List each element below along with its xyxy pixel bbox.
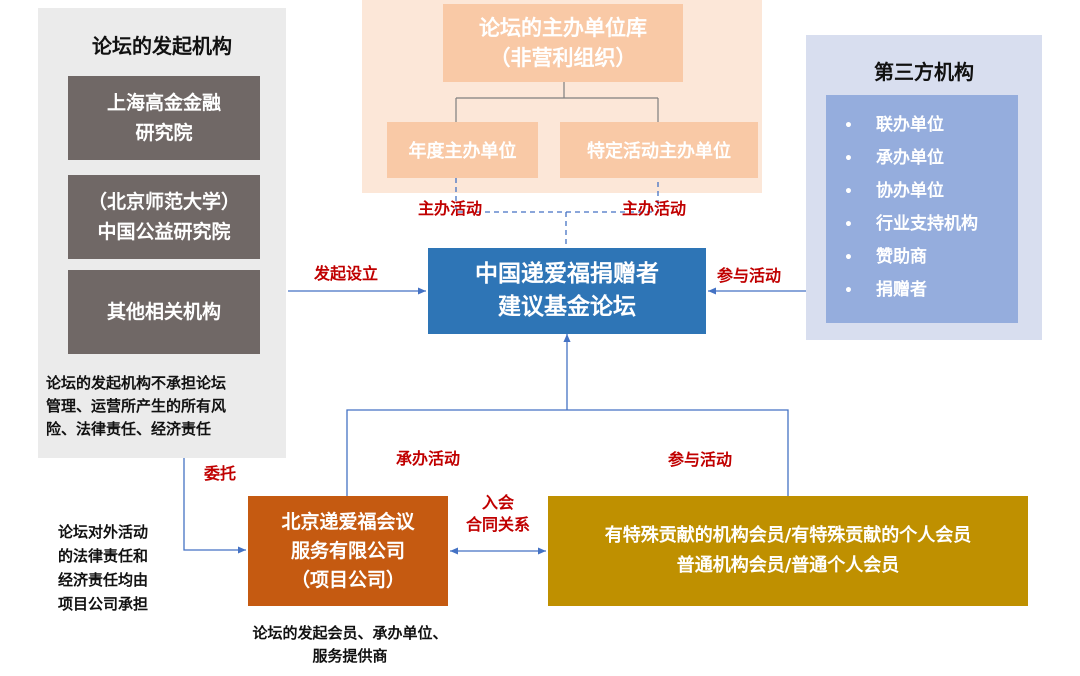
third-party-item-label: 行业支持机构: [876, 214, 978, 234]
third-party-list: • 联办单位 • 承办单位 • 协办单位 • 行业支持机构 • 赞助商 • 捐赠者: [826, 95, 1018, 323]
founder-box-bnu: （北京师范大学） 中国公益研究院: [68, 175, 260, 259]
company-line: （项目公司）: [290, 568, 405, 591]
entrust-arrow: [183, 458, 246, 554]
host-library-line: （非营利组织）: [489, 46, 637, 70]
top-tree-connector: [455, 82, 659, 122]
third-party-title: 第三方机构: [874, 60, 974, 84]
founder-box-line: 上海高金金融: [106, 92, 221, 114]
third-party-item: • 行业支持机构: [844, 208, 1018, 241]
bullet-icon: •: [844, 184, 853, 200]
project-company-box: 北京递爱福会议 服务有限公司 （项目公司）: [248, 496, 448, 606]
label-participate-right: 参与活动: [717, 266, 782, 285]
third-party-item: • 捐赠者: [844, 274, 1018, 307]
label-join-contract: 入会 合同关系: [450, 492, 546, 536]
members-line: 有特殊贡献的机构会员/有特殊贡献的个人会员: [604, 525, 972, 546]
third-party-item-label: 捐赠者: [876, 280, 927, 300]
company-line: 服务有限公司: [290, 539, 405, 562]
forum-name-line: 中国递爱福捐赠者: [475, 261, 659, 287]
disclaimer-line: 管理、运营所产生的所有风: [46, 397, 227, 415]
annual-host-box: 年度主办单位: [387, 122, 538, 178]
third-party-item-label: 承办单位: [876, 148, 944, 168]
third-party-item-label: 协办单位: [876, 181, 944, 201]
bullet-icon: •: [844, 217, 853, 233]
founder-disclaimer: 论坛的发起机构不承担论坛 管理、运营所产生的所有风 险、法律责任、经济责任: [46, 372, 284, 441]
label-participate-bottom: 参与活动: [668, 450, 733, 469]
bullet-icon: •: [844, 118, 853, 134]
label-undertake: 承办活动: [396, 449, 461, 468]
founder-box-line: 中国公益研究院: [97, 221, 231, 243]
founder-box-shanghai: 上海高金金融 研究院: [68, 76, 260, 160]
label-host-left: 主办活动: [418, 199, 483, 218]
third-party-item: • 承办单位: [844, 142, 1018, 175]
third-party-item: • 协办单位: [844, 175, 1018, 208]
members-box: 有特殊贡献的机构会员/有特殊贡献的个人会员 普通机构会员/普通个人会员: [548, 496, 1028, 606]
label-entrust: 委托: [204, 464, 237, 483]
third-party-item-label: 赞助商: [876, 247, 927, 267]
host-library-line: 论坛的主办单位库: [479, 16, 647, 40]
liability-line: 的法律责任和: [58, 547, 149, 565]
disclaimer-line: 论坛的发起机构不承担论坛: [46, 374, 227, 392]
host-dashed-lines: [455, 178, 659, 248]
label-initiate: 发起设立: [314, 264, 379, 283]
bottom-loop-arrow: [346, 334, 789, 496]
disclaimer-line: 险、法律责任、经济责任: [46, 420, 212, 438]
liability-note: 论坛对外活动 的法律责任和 经济责任均由 项目公司承担: [58, 520, 188, 616]
founding-title: 论坛的发起机构: [92, 34, 232, 58]
third-party-item: • 赞助商: [844, 241, 1018, 274]
bullet-icon: •: [844, 283, 853, 299]
forum-name-line: 建议基金论坛: [498, 294, 636, 320]
special-host-box: 特定活动主办单位: [560, 122, 758, 178]
liability-line: 论坛对外活动: [58, 523, 149, 541]
bullet-icon: •: [844, 151, 853, 167]
bullet-icon: •: [844, 250, 853, 266]
host-library-box: 论坛的主办单位库 （非营利组织）: [443, 4, 683, 82]
liability-line: 经济责任均由: [58, 571, 149, 589]
third-party-item: • 联办单位: [844, 109, 1018, 142]
founder-box-line: 研究院: [135, 122, 193, 144]
company-caption: 论坛的发起会员、承办单位、 服务提供商: [200, 622, 500, 668]
founder-box-line: 其他相关机构: [106, 301, 221, 323]
company-line: 北京递爱福会议: [281, 510, 415, 533]
members-line: 普通机构会员/普通个人会员: [676, 555, 900, 576]
label-host-right: 主办活动: [622, 199, 687, 218]
liability-line: 项目公司承担: [58, 595, 149, 613]
founder-box-others: 其他相关机构: [68, 270, 260, 354]
join-line: 入会: [481, 493, 514, 512]
company-caption-line: 论坛的发起会员、承办单位、: [252, 624, 448, 642]
founder-box-line: （北京师范大学）: [87, 191, 240, 213]
forum-center-box: 中国递爱福捐赠者 建议基金论坛: [428, 248, 706, 334]
company-caption-line: 服务提供商: [312, 647, 388, 665]
third-party-item-label: 联办单位: [876, 115, 944, 135]
join-line: 合同关系: [465, 515, 530, 534]
